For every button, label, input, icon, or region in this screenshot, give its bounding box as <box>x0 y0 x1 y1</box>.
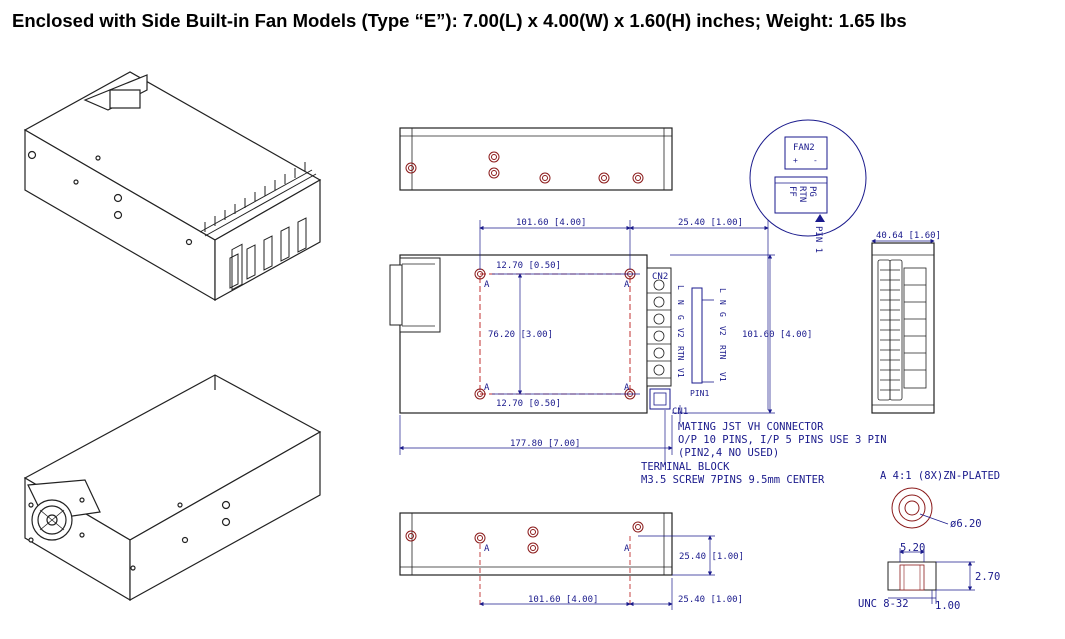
dim-top-width: 101.60 [4.00] <box>516 218 586 228</box>
terminal-label: V2 <box>676 328 685 338</box>
mark-a: A <box>624 383 630 393</box>
detail-thread: UNC 8-32 <box>858 598 909 610</box>
dim-top-right: 25.40 [1.00] <box>678 218 743 228</box>
fan-detail <box>749 119 867 237</box>
terminal-label: L <box>676 285 685 290</box>
detail-thread-length: 1.00 <box>935 600 960 612</box>
detail-width: 5.20 <box>900 542 925 554</box>
side-view-bottom <box>399 512 715 610</box>
main-view <box>389 254 714 414</box>
dim-bottom-width: 101.60 [4.00] <box>528 595 598 605</box>
dim-side-width: 40.64 [1.60] <box>876 231 941 241</box>
terminal-label: RTN <box>718 345 727 360</box>
ff-label: FF <box>787 186 797 197</box>
hole-marks: A A A A <box>484 280 630 393</box>
terminal-labels: L N G V2 RTN V1 L N G V2 RTN V1 <box>676 285 727 382</box>
terminal-label: G <box>676 315 685 320</box>
detail-a <box>887 487 975 604</box>
terminal-label: N <box>718 300 727 305</box>
dim-bottom-right-h: 25.40 [1.00] <box>678 595 743 605</box>
mark-a: A <box>624 544 630 554</box>
main-dimensions <box>399 220 775 465</box>
mark-a: A <box>484 544 490 554</box>
fan-minus-label: - <box>813 156 818 165</box>
cn2-label: CN2 <box>652 272 668 282</box>
terminal-label: V1 <box>676 368 685 378</box>
side-view-top <box>399 127 673 191</box>
dim-length: 177.80 [7.00] <box>510 439 580 449</box>
pin1-label: PIN1 <box>690 389 709 398</box>
end-view <box>871 238 935 414</box>
detail-diameter: ø6.20 <box>950 518 982 530</box>
terminal-block-spec: M3.5 SCREW 7PINS 9.5mm CENTER <box>641 474 825 486</box>
mark-a: A <box>484 280 490 290</box>
terminal-label: N <box>676 300 685 305</box>
terminal-label: G <box>718 312 727 317</box>
mating-note-line3: (PIN2,4 NO USED) <box>678 447 779 459</box>
pg-label: PG <box>807 186 817 197</box>
page-title: Enclosed with Side Built-in Fan Models (… <box>12 10 907 31</box>
dim-hole-top: 12.70 [0.50] <box>496 261 561 271</box>
detail-title: A 4:1 (8X)ZN-PLATED <box>880 470 1000 482</box>
dim-height: 101.60 [4.00] <box>742 330 812 340</box>
mark-a: A <box>624 280 630 290</box>
rtn-label: RTN <box>797 186 807 202</box>
mark-a: A <box>484 383 490 393</box>
dim-hole-span: 76.20 [3.00] <box>488 330 553 340</box>
terminal-label: V2 <box>718 326 727 336</box>
mating-note-line2: O/P 10 PINS, I/P 5 PINS USE 3 PIN <box>678 434 887 446</box>
terminal-block-note: TERMINAL BLOCK <box>641 461 730 473</box>
cn1-label: CN1 <box>672 407 688 417</box>
fan2-label: FAN2 <box>793 143 815 153</box>
detail-height: 2.70 <box>975 571 1000 583</box>
iso-view-top <box>23 71 322 302</box>
terminal-label: RTN <box>676 346 685 361</box>
dim-bottom-right-v: 25.40 [1.00] <box>679 552 744 562</box>
terminal-label: L <box>718 288 727 293</box>
dim-hole-bottom: 12.70 [0.50] <box>496 399 561 409</box>
iso-view-bottom <box>23 374 322 602</box>
pin1-arrow-label: PIN 1 <box>813 226 823 253</box>
terminal-label: V1 <box>718 372 727 382</box>
fan-plus-label: + <box>793 156 798 165</box>
mating-note-line1: MATING JST VH CONNECTOR <box>678 421 824 433</box>
